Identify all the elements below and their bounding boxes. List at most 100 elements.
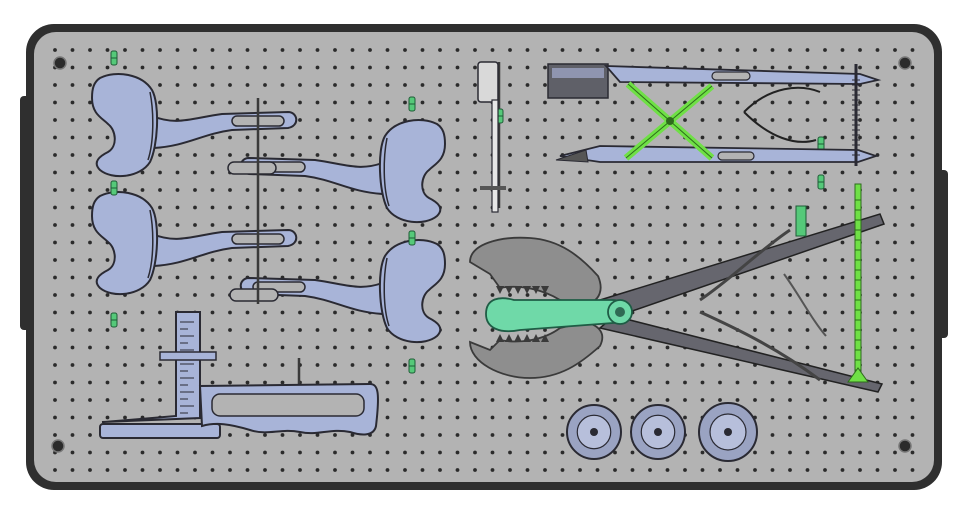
perforation-hole [770, 100, 775, 105]
perforation-hole [473, 188, 477, 192]
perforation-hole [560, 100, 565, 105]
perforation-hole [823, 118, 827, 122]
perforation-hole [543, 170, 547, 175]
green-pin [408, 358, 416, 374]
perforation-hole [175, 468, 180, 472]
perforation-hole [105, 363, 110, 367]
perforation-hole [840, 170, 845, 175]
perforation-hole [175, 205, 180, 210]
green-pin [817, 174, 825, 190]
perforation-hole [175, 450, 180, 455]
perforation-hole [613, 363, 617, 367]
perforation-hole [788, 258, 792, 262]
perforation-hole [350, 345, 355, 350]
perforation-hole [648, 380, 652, 385]
perforation-hole [455, 153, 460, 157]
perforation-hole [788, 205, 792, 210]
perforation-hole [438, 398, 442, 402]
perforation-hole [490, 380, 495, 385]
retractor-blade-lower-right [239, 239, 447, 344]
perforation-hole [315, 48, 320, 52]
distractor-spring [743, 111, 817, 143]
perforation-hole [770, 328, 775, 332]
perforation-hole [735, 240, 740, 245]
perforation-hole [350, 223, 355, 227]
perforation-hole [70, 65, 75, 70]
tray-corner-screws [51, 56, 912, 453]
perforation-hole [753, 398, 757, 402]
perforation-hole [420, 363, 425, 367]
perforation-hole [438, 415, 442, 420]
perforation-hole [543, 398, 547, 402]
perforation-hole [333, 240, 337, 245]
perforation-hole [875, 468, 880, 472]
perforation-hole [525, 135, 530, 140]
perforation-hole [315, 205, 320, 210]
perforation-hole [333, 205, 337, 210]
perforation-hole [53, 48, 57, 52]
perforation-hole [350, 328, 355, 332]
perforation-hole [455, 258, 460, 262]
perforation-hole [368, 275, 372, 280]
perforation-hole [718, 223, 722, 227]
forceps-pivot-core [615, 307, 625, 317]
jaw-tooth [514, 334, 522, 342]
perforation-hole [245, 153, 250, 157]
perforation-hole [210, 345, 215, 350]
perforation-hole [193, 153, 197, 157]
perforation-hole [105, 345, 110, 350]
perforation-hole [263, 205, 267, 210]
perforation-hole [193, 450, 197, 455]
perforation-hole [700, 328, 705, 332]
perforation-hole [490, 223, 495, 227]
perforation-hole [420, 398, 425, 402]
perforation-hole [70, 450, 75, 455]
perforation-hole [403, 415, 407, 420]
perforation-hole [70, 433, 75, 437]
perforation-hole [315, 450, 320, 455]
perforation-hole [88, 135, 92, 140]
perforation-hole [53, 118, 57, 122]
perforation-hole [280, 65, 285, 70]
perforation-hole [595, 380, 600, 385]
perforation-hole [648, 275, 652, 280]
perforation-hole [718, 240, 722, 245]
perforation-hole [910, 328, 915, 332]
perforation-hole [158, 205, 162, 210]
perforation-hole [648, 345, 652, 350]
perforation-hole [788, 450, 792, 455]
disc [698, 402, 758, 462]
perforation-hole [455, 433, 460, 437]
perforation-hole [350, 450, 355, 455]
perforation-hole [455, 398, 460, 402]
perforation-hole [298, 433, 302, 437]
perforation-hole [700, 170, 705, 175]
perforation-hole [525, 118, 530, 122]
perforation-hole [508, 118, 512, 122]
perforation-hole [823, 275, 827, 280]
perforation-hole [543, 415, 547, 420]
perforation-hole [438, 65, 442, 70]
perforation-hole [123, 48, 127, 52]
perforation-hole [70, 240, 75, 245]
perforation-hole [910, 450, 915, 455]
perforation-hole [315, 345, 320, 350]
perforation-hole [648, 83, 652, 87]
perforation-hole [508, 450, 512, 455]
perforation-hole [333, 275, 337, 280]
perforation-hole [805, 100, 810, 105]
perforation-hole [508, 398, 512, 402]
perforation-hole [665, 135, 670, 140]
perforation-hole [473, 240, 477, 245]
perforation-hole [298, 258, 302, 262]
perforation-hole [840, 205, 845, 210]
blade-paddle [90, 73, 159, 178]
perforation-hole [788, 135, 792, 140]
perforation-hole [105, 468, 110, 472]
perforation-hole [280, 380, 285, 385]
perforation-hole [753, 188, 757, 192]
perforation-hole [105, 258, 110, 262]
perforation-hole [385, 415, 390, 420]
perforation-hole [823, 398, 827, 402]
perforation-hole [298, 135, 302, 140]
